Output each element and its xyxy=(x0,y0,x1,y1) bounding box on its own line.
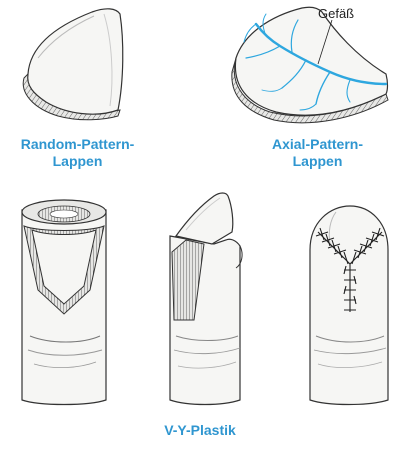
vy-finger-sutured xyxy=(310,206,388,405)
axial-pattern-caption-line1: Axial-Pattern- xyxy=(240,136,395,153)
axial-pattern-caption-line2: Lappen xyxy=(240,153,395,170)
vy-plasty-caption: V-Y-Plastik xyxy=(120,422,280,439)
vy-finger-front xyxy=(22,200,106,405)
axial-pattern-flap xyxy=(232,7,388,123)
random-pattern-flap xyxy=(23,9,123,120)
random-pattern-caption-line1: Random-Pattern- xyxy=(0,136,155,153)
vy-finger-side xyxy=(170,193,242,405)
random-pattern-caption: Random-Pattern- Lappen xyxy=(0,136,155,170)
axial-pattern-caption: Axial-Pattern- Lappen xyxy=(240,136,395,170)
random-pattern-caption-line2: Lappen xyxy=(0,153,155,170)
vessel-label: Gefäß xyxy=(318,6,354,21)
